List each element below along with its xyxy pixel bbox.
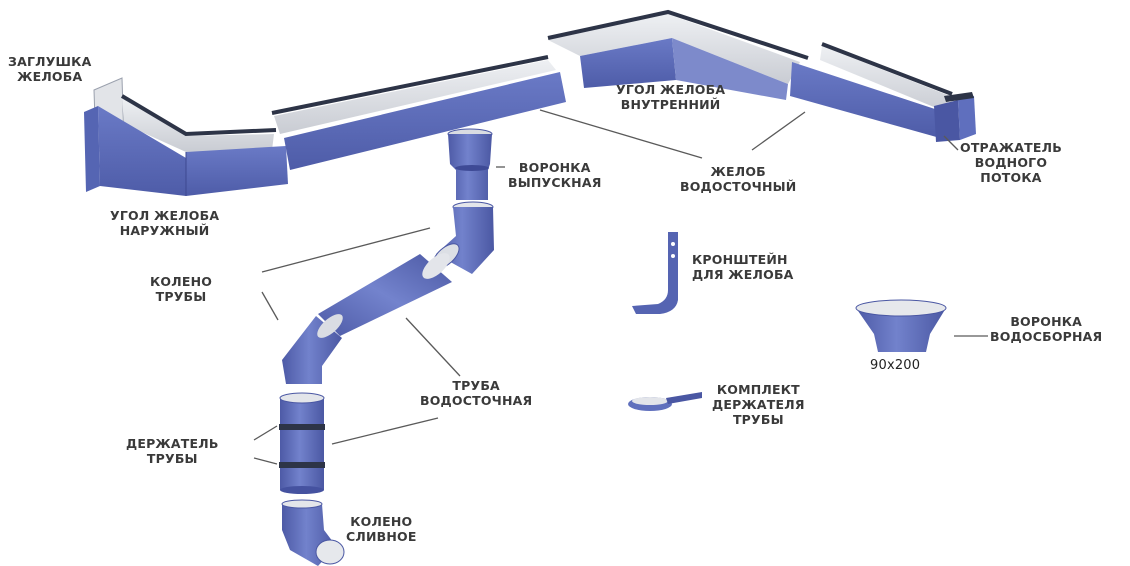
downpipe-assembly bbox=[279, 128, 494, 566]
label-water-flow-deflector: ОТРАЖАТЕЛЬ ВОДНОГО ПОТОКА bbox=[960, 140, 1062, 185]
gutter-bracket bbox=[632, 232, 678, 314]
leader-holder-2 bbox=[253, 457, 278, 465]
leader-gutter-1 bbox=[539, 109, 703, 159]
gutter-assembly bbox=[84, 9, 976, 196]
gutter-section-long bbox=[271, 55, 566, 170]
leader-holder-1 bbox=[253, 425, 278, 441]
leader-downpipe-2 bbox=[331, 417, 439, 445]
leader-downpipe-1 bbox=[405, 317, 461, 377]
leader-deflector bbox=[943, 135, 959, 151]
label-collecting-funnel-size: 90x200 bbox=[870, 358, 921, 373]
inner-gutter-corner bbox=[547, 9, 809, 100]
drain-elbow bbox=[281, 499, 345, 566]
collecting-funnel bbox=[855, 299, 947, 352]
label-pipe-holder: ДЕРЖАТЕЛЬ ТРУБЫ bbox=[126, 436, 219, 466]
downpipe-vertical bbox=[279, 392, 325, 494]
downpipe-diagonal bbox=[318, 253, 452, 336]
label-collecting-funnel: ВОРОНКА ВОДОСБОРНАЯ bbox=[990, 314, 1103, 344]
pipe-elbow-lower bbox=[282, 314, 343, 384]
leader-elbow-lower bbox=[261, 291, 279, 321]
label-gutter-bracket: КРОНШТЕЙН ДЛЯ ЖЕЛОБА bbox=[692, 252, 794, 282]
label-inner-gutter-corner: УГОЛ ЖЕЛОБА ВНУТРЕННИЙ bbox=[616, 82, 726, 112]
outlet-funnel bbox=[447, 128, 493, 200]
label-outlet-funnel: ВОРОНКА ВЫПУСКНАЯ bbox=[508, 160, 602, 190]
label-pipe-holder-kit: КОМПЛЕКТ ДЕРЖАТЕЛЯ ТРУБЫ bbox=[712, 382, 805, 427]
label-drain-elbow: КОЛЕНО СЛИВНОЕ bbox=[346, 514, 417, 544]
leader-elbow-upper bbox=[261, 227, 431, 273]
label-gutter-end-cap: ЗАГЛУШКА ЖЕЛОБА bbox=[8, 54, 92, 84]
label-gutter: ЖЕЛОБ ВОДОСТОЧНЫЙ bbox=[680, 164, 797, 194]
gutter-section-right bbox=[790, 42, 953, 138]
water-flow-deflector bbox=[934, 92, 976, 142]
leader-gutter-2 bbox=[751, 111, 806, 151]
outer-gutter-corner bbox=[98, 94, 288, 196]
pipe-holder-kit bbox=[628, 392, 702, 411]
leader-lines bbox=[253, 109, 988, 465]
label-outer-gutter-corner: УГОЛ ЖЕЛОБА НАРУЖНЫЙ bbox=[110, 208, 220, 238]
label-pipe-elbow: КОЛЕНО ТРУБЫ bbox=[150, 274, 213, 304]
label-downpipe: ТРУБА ВОДОСТОЧНАЯ bbox=[420, 378, 533, 408]
pipe-holder-bands bbox=[279, 424, 325, 468]
